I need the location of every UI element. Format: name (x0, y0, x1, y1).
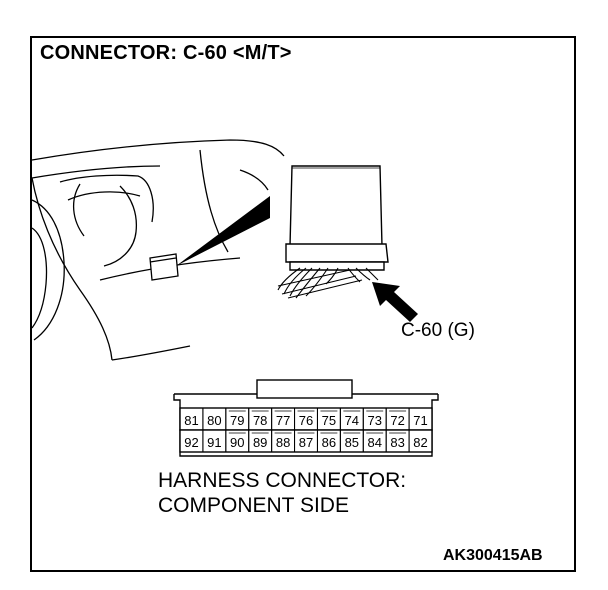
caption-line-1: HARNESS CONNECTOR: (158, 469, 407, 492)
pin-number-label: 80 (207, 413, 221, 428)
pin-number-label: 77 (276, 413, 290, 428)
pin-number-label: 86 (322, 435, 336, 450)
connector-callout-label: C-60 (G) (401, 320, 475, 341)
diagram-frame (30, 36, 576, 572)
pin-number-label: 89 (253, 435, 267, 450)
ecu-module (285, 165, 389, 271)
pin-number-label: 88 (276, 435, 290, 450)
arrow-icon (372, 282, 418, 322)
pin-number-label: 90 (230, 435, 244, 450)
pin-number-label: 73 (367, 413, 381, 428)
pin-number-label: 85 (345, 435, 359, 450)
wire-harness (277, 267, 379, 299)
pin-number-label: 71 (413, 413, 427, 428)
pin-number-label: 72 (390, 413, 404, 428)
pin-grid: 81 80 79 78 77 76 75 74 73 72 71 92 91 90 89 88 87 86 85 84… (179, 407, 433, 453)
pin-number-label: 91 (207, 435, 221, 450)
pin-number-label: 76 (299, 413, 313, 428)
connector-caption: HARNESS CONNECTOR: COMPONENT SIDE (158, 468, 406, 518)
pin-number-label: 75 (322, 413, 336, 428)
pin-number-label: 92 (184, 435, 198, 450)
pointer-wedge (176, 196, 270, 266)
pin-number-label: 79 (230, 413, 244, 428)
pin-number-label: 78 (253, 413, 267, 428)
pin-number-label: 84 (367, 435, 381, 450)
dashboard-drawing (31, 139, 285, 361)
pin-number-label: 87 (299, 435, 313, 450)
pin-cell (408, 429, 433, 453)
caption-line-2: COMPONENT SIDE (158, 494, 349, 517)
pin-number-label: 83 (390, 435, 404, 450)
diagram-title: CONNECTOR: C-60 <M/T> (40, 42, 292, 64)
pin-number-label: 74 (345, 413, 359, 428)
figure-id: AK300415AB (443, 547, 543, 564)
pin-number-label: 82 (413, 435, 427, 450)
pin-number-label: 81 (184, 413, 198, 428)
